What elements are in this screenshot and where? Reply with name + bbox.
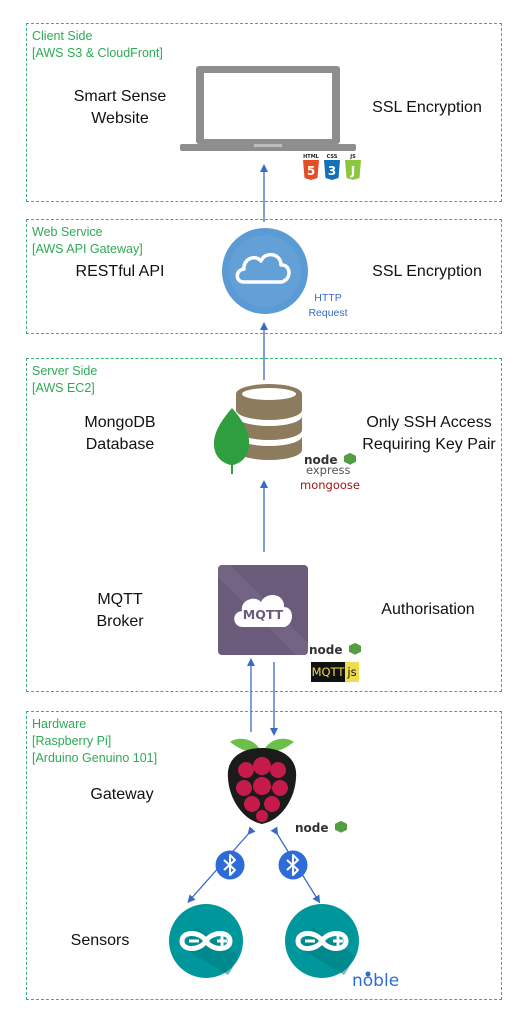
- nodejs-logo-db: node: [304, 452, 356, 467]
- svg-text:J: J: [350, 164, 355, 178]
- sensors-label: Sensors: [70, 932, 130, 949]
- gateway-label: Gateway: [90, 786, 154, 803]
- mongodb-leaf-icon: [213, 408, 250, 474]
- zone-title: Server Side [AWS EC2]: [32, 364, 98, 395]
- website-label: Smart Sense Website: [73, 88, 167, 127]
- nodejs-logo-gateway: node: [295, 820, 347, 835]
- css-badge-text: CSS: [327, 154, 338, 160]
- css3-icon: CSS 3: [324, 154, 340, 180]
- noble-logo: noble: [352, 971, 399, 991]
- db-security-label: Only SSH Access Requiring Key Pair: [362, 414, 496, 453]
- mqtt-cloud-text: MQTT: [243, 607, 284, 622]
- broker-security-label: Authorisation: [381, 601, 475, 618]
- cloud-api-icon: [222, 228, 308, 314]
- js-badge-text: JS: [349, 154, 356, 160]
- mongoose-text: mongoose: [300, 478, 360, 492]
- express-text: express: [306, 463, 351, 477]
- express-logo: express: [306, 463, 351, 477]
- arduino-icon: [169, 904, 243, 978]
- mqtt-broker-icon: MQTT: [218, 565, 308, 655]
- mqttjs-logo: MQTT js: [311, 662, 359, 682]
- mqttjs-text-b: js: [346, 665, 356, 679]
- svg-text:5: 5: [307, 164, 315, 178]
- html-badge-text: HTML: [303, 154, 320, 160]
- hardware-zone: Hardware [Raspberry Pi] [Arduino Genuino…: [26, 711, 502, 1000]
- js-icon: JS J: [345, 154, 361, 180]
- bluetooth-icon: [215, 850, 245, 880]
- raspberry-pi-icon: [227, 738, 297, 824]
- bluetooth-icon: [278, 850, 308, 880]
- nodejs-logo-broker: node: [309, 642, 361, 657]
- laptop-icon: [180, 66, 356, 151]
- api-security-label: SSL Encryption: [372, 263, 482, 280]
- mongoose-logo: mongoose: [300, 478, 360, 492]
- db-label: MongoDB Database: [84, 414, 156, 453]
- broker-label: MQTT Broker: [96, 591, 144, 630]
- website-security-label: SSL Encryption: [372, 99, 482, 116]
- zone-title: Web Service [AWS API Gateway]: [32, 225, 143, 256]
- mqttjs-text-a: MQTT: [312, 665, 346, 679]
- html5-icon: HTML 5: [303, 154, 320, 180]
- database-icon: [236, 384, 302, 460]
- node-text: node: [309, 643, 343, 657]
- noble-text: noble: [352, 971, 399, 991]
- arduino-icon: [285, 904, 359, 978]
- http-request-note: HTTP Request: [308, 292, 348, 319]
- api-label: RESTful API: [75, 263, 165, 280]
- zone-title: Hardware [Raspberry Pi] [Arduino Genuino…: [32, 717, 158, 765]
- zone-title: Client Side [AWS S3 & CloudFront]: [32, 29, 163, 60]
- svg-text:3: 3: [328, 164, 336, 178]
- node-text: node: [295, 821, 329, 835]
- node-text: node: [304, 453, 338, 467]
- server-side-zone: Server Side [AWS EC2]: [26, 358, 502, 692]
